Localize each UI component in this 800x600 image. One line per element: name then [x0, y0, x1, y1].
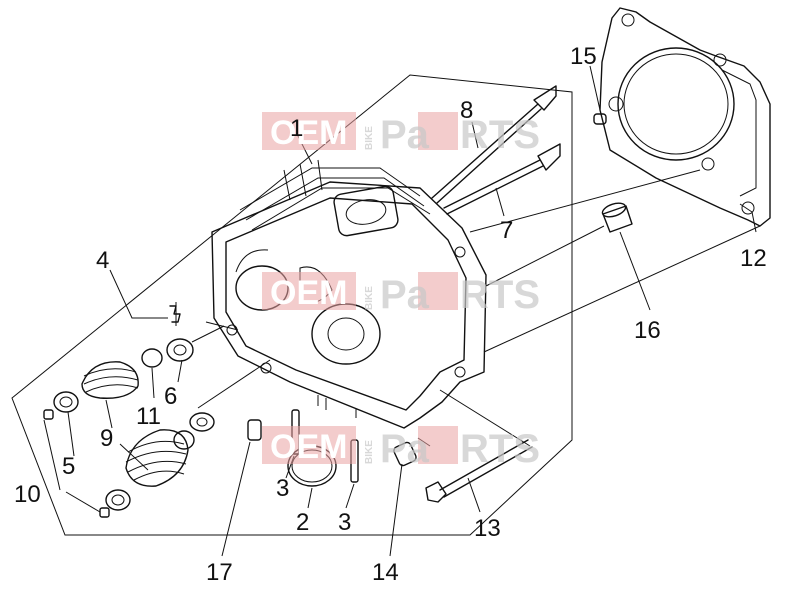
- watermark-bike-text: BIKE: [364, 440, 375, 464]
- callout-7: 7: [500, 217, 513, 244]
- watermark-oem-text: OEM: [270, 274, 347, 312]
- callout-11: 11: [136, 403, 161, 430]
- head-bolt-13: [425, 439, 533, 503]
- watermark-bottom: OEM BIKE Pa RTS: [262, 426, 540, 471]
- valve-cotter-10: [43, 409, 110, 518]
- callout-14: 14: [372, 559, 399, 586]
- watermark-pa-text: Pa: [380, 273, 430, 317]
- callout-16: 16: [634, 317, 661, 344]
- watermark-middle: OEM BIKE Pa RTS: [262, 272, 540, 317]
- valve-7: [443, 143, 561, 215]
- valve-guide-17: [247, 419, 262, 441]
- watermark-pa-text: Pa: [380, 427, 430, 471]
- spring-cap-5: [53, 391, 131, 511]
- spring-9-lower: [125, 429, 189, 487]
- watermark-bike-text: BIKE: [364, 286, 375, 310]
- callout-15: 15: [570, 43, 597, 70]
- bushing-16: [601, 202, 633, 233]
- callout-labels: 1 2 3 3 4 5 6 7 8 9 10 11 12 13 14 15 16…: [14, 43, 767, 586]
- watermark-oem-text: OEM: [270, 114, 347, 152]
- callout-4: 4: [96, 247, 109, 274]
- watermark-bike-text: BIKE: [364, 126, 375, 150]
- watermark-pa-text: Pa: [380, 113, 430, 157]
- spring-9-upper: [81, 361, 139, 399]
- plug-14: [393, 441, 417, 467]
- spring-seat-6: [166, 338, 215, 432]
- callout-13: 13: [474, 515, 501, 542]
- callout-12: 12: [740, 245, 767, 272]
- callout-17: 17: [206, 559, 233, 586]
- watermark-top: OEM BIKE Pa RTS: [262, 112, 540, 157]
- assembly-outline: [11, 74, 573, 536]
- callout-10: 10: [14, 481, 41, 508]
- callout-5: 5: [62, 453, 75, 480]
- callout-3-left: 3: [276, 475, 289, 502]
- watermark-rts-text: RTS: [460, 113, 540, 157]
- valve-8: [431, 85, 557, 204]
- callout-3-right: 3: [338, 509, 351, 536]
- callout-6: 6: [164, 383, 177, 410]
- spring-4: [169, 302, 181, 326]
- dowel-pin-15: [593, 113, 607, 125]
- callout-1: 1: [290, 115, 303, 142]
- callout-9: 9: [100, 425, 113, 452]
- head-gasket: [599, 7, 771, 227]
- watermark-rts-text: RTS: [460, 273, 540, 317]
- callout-2: 2: [296, 509, 309, 536]
- watermark-oem-text: OEM: [270, 428, 347, 466]
- valve-seal-11: [141, 348, 195, 450]
- watermark-rts-text: RTS: [460, 427, 540, 471]
- callout-8: 8: [460, 97, 473, 124]
